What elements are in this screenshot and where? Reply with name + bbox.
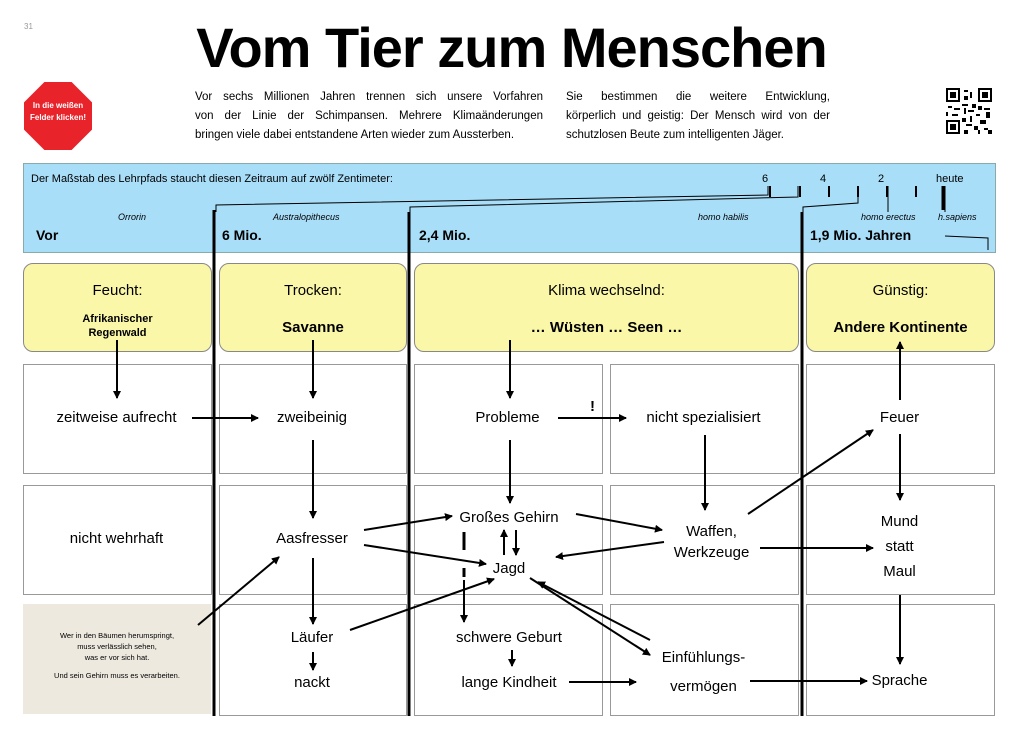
scale-number: 2 (878, 173, 885, 185)
qr-code-icon[interactable] (946, 88, 992, 134)
node-line: statt (885, 538, 914, 555)
intro-line: Vor sechs Millionen Jahren trennen sich … (195, 91, 543, 103)
climate-box-trocken[interactable]: Trocken: Savanne (219, 263, 407, 352)
note-line: was er vor sich hat. (84, 653, 150, 662)
note-line: Wer in den Bäumen herumspringt, (59, 631, 175, 640)
intro-line: bringen viele dabei entstandene Arten wi… (195, 129, 515, 141)
intro-right: Sie bestimmen die weitere Entwicklung, k… (566, 88, 830, 145)
node-zeitweise-aufrecht[interactable]: zeitweise aufrecht (56, 409, 177, 426)
species-label: homo erectus (861, 212, 916, 222)
intro-line: schutzlosen Beute zum intelligenten Jäge… (566, 129, 784, 141)
node-jagd[interactable]: Jagd (492, 560, 526, 577)
page-title: Vom Tier zum Menschen (196, 16, 827, 79)
period-label: 6 Mio. (222, 227, 262, 243)
node-einfuehlungsvermoegen[interactable]: Einfühlungs- vermögen (610, 643, 797, 701)
climate-subtitle: … Wüsten … Seen … (530, 319, 683, 336)
node-line: Werkzeuge (673, 544, 750, 561)
climate-subtitle: Afrikanischer Regenwald (24, 312, 211, 340)
intro-left: Vor sechs Millionen Jahren trennen sich … (195, 88, 543, 145)
field-cell[interactable] (610, 604, 799, 716)
note-line: muss verlässlich sehen, (77, 642, 157, 651)
stop-sign-icon (24, 82, 92, 150)
node-laeufer[interactable]: Läufer (290, 629, 334, 646)
page-number: 31 (24, 22, 33, 31)
node-nicht-spezialisiert[interactable]: nicht spezialisiert (646, 409, 761, 426)
climate-title: Günstig: (872, 282, 929, 299)
scale-text: Der Maßstab des Lehrpfads staucht diesen… (31, 173, 393, 185)
species-label: Orrorin (118, 212, 147, 222)
species-label: h.sapiens (938, 212, 977, 222)
scale-number: heute (936, 173, 964, 185)
timeline-band (23, 163, 996, 253)
node-nackt[interactable]: nackt (294, 674, 330, 691)
climate-box-feucht[interactable]: Feucht: Afrikanischer Regenwald (23, 263, 212, 352)
climate-subtitle: Andere Kontinente (833, 319, 968, 336)
node-nicht-wehrhaft[interactable]: nicht wehrhaft (69, 530, 164, 547)
node-mund-statt-maul[interactable]: Mund statt Maul (806, 509, 993, 584)
period-label: 1,9 Mio. Jahren (810, 227, 912, 243)
stop-sign-line: Felder klicken! (29, 113, 87, 122)
intro-line: körperlich und geistig: Der Mensch wird … (566, 110, 830, 122)
node-waffen-werkzeuge[interactable]: Waffen, Werkzeuge (610, 521, 813, 563)
period-label: Vor (36, 227, 59, 243)
intro-line: Sie bestimmen die weitere Entwicklung, (566, 91, 830, 103)
node-zweibeinig[interactable]: zweibeinig (276, 409, 348, 426)
scale-number: 4 (820, 173, 827, 185)
node-sprache[interactable]: Sprache (871, 672, 928, 689)
climate-title: Klima wechselnd: (548, 282, 665, 299)
stop-sign-label: In die weißen Felder klicken! (24, 100, 92, 124)
node-lange-kindheit[interactable]: lange Kindheit (461, 674, 557, 691)
note-cell (23, 604, 211, 714)
intro-line: von der Linie der Schimpansen. Mehrere K… (195, 110, 543, 122)
node-line: Mund (880, 513, 919, 530)
note-text: Wer in den Bäumen herumspringt, muss ver… (28, 630, 206, 681)
field-cell[interactable] (23, 485, 212, 595)
climate-title: Feucht: (92, 282, 143, 299)
node-line: vermögen (670, 678, 737, 695)
node-line: Waffen, (686, 523, 737, 540)
climate-box-guenstig[interactable]: Günstig: Andere Kontinente (806, 263, 995, 352)
stop-sign-line: In die weißen (32, 101, 84, 110)
note-line: Und sein Gehirn muss es verarbeiten. (54, 671, 180, 680)
climate-subtitle-line: Regenwald (88, 327, 147, 339)
node-grosses-gehirn[interactable]: Großes Gehirn (459, 509, 559, 526)
climate-box-wechselnd[interactable]: Klima wechselnd: … Wüsten … Seen … (414, 263, 799, 352)
node-probleme[interactable]: Probleme (475, 409, 540, 426)
node-schwere-geburt[interactable]: schwere Geburt (456, 629, 562, 646)
period-label: 2,4 Mio. (419, 227, 471, 243)
node-aasfresser[interactable]: Aasfresser (276, 530, 348, 547)
climate-title: Trocken: (284, 282, 342, 299)
climate-subtitle-line: Afrikanischer (82, 313, 153, 325)
climate-subtitle: Savanne (282, 319, 344, 336)
species-label: Australopithecus (273, 212, 340, 222)
node-line: Einfühlungs- (661, 649, 746, 666)
node-feuer[interactable]: Feuer (879, 409, 920, 426)
node-line: Maul (883, 563, 916, 580)
scale-number: 6 (762, 173, 769, 185)
exclamation-mark: ! (590, 398, 595, 415)
species-label: homo habilis (698, 212, 749, 222)
